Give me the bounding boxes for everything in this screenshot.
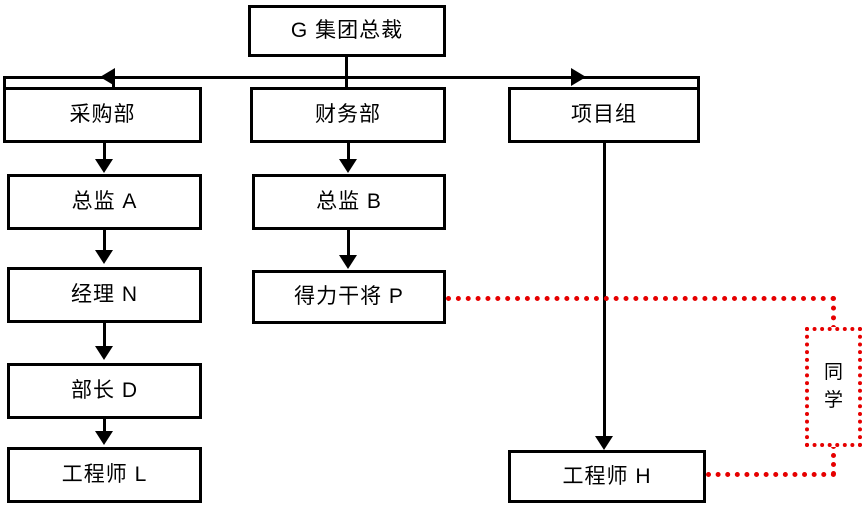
- node-subordinate-p[interactable]: 得力干将 P: [252, 270, 446, 324]
- node-finance-dept[interactable]: 财务部: [250, 87, 446, 143]
- arrowhead-down-icon: [595, 436, 613, 450]
- node-procurement-dept[interactable]: 采购部: [3, 87, 202, 143]
- node-director-a[interactable]: 总监 A: [7, 174, 202, 230]
- connector-ceo-stem: [345, 57, 348, 78]
- connector-bar-to-project: [697, 76, 700, 88]
- arrowhead-down-icon: [95, 159, 113, 173]
- connector-bar-left-drop: [3, 76, 6, 88]
- connector-procurement-to-director-a: [103, 143, 106, 161]
- arrowhead-down-icon: [95, 250, 113, 264]
- relation-line-subordinate-p-to-classmate: [446, 296, 836, 301]
- connector-bar-to-finance: [345, 76, 348, 88]
- connector-bar-left-run: [3, 76, 115, 79]
- arrowhead-down-icon: [95, 346, 113, 360]
- connector-director-a-to-manager-n: [103, 230, 106, 250]
- connector-bar-right-run: [576, 76, 700, 79]
- connector-project-to-engineer-h: [603, 143, 606, 439]
- connector-head-d-to-engineer-l: [103, 419, 106, 433]
- arrowhead-right-icon: [571, 68, 586, 86]
- node-engineer-h[interactable]: 工程师 H: [508, 450, 706, 503]
- node-project-team[interactable]: 项目组: [508, 87, 700, 143]
- arrowhead-left-icon: [100, 68, 115, 86]
- node-ceo[interactable]: G 集团总裁: [248, 5, 446, 57]
- node-classmate-relation[interactable]: 同 学: [805, 327, 862, 447]
- relation-line-classmate-top-drop: [831, 296, 836, 330]
- node-director-b[interactable]: 总监 B: [252, 174, 446, 230]
- relation-line-classmate-bottom-drop: [831, 444, 836, 476]
- connector-manager-n-to-head-d: [103, 323, 106, 347]
- connector-finance-to-director-b: [347, 143, 350, 161]
- connector-director-b-to-subordinate-p: [347, 230, 350, 256]
- arrowhead-down-icon: [339, 255, 357, 269]
- arrowhead-down-icon: [339, 159, 357, 173]
- classmate-label-char-2: 学: [823, 390, 843, 411]
- relation-line-engineer-h-to-classmate: [706, 472, 836, 477]
- arrowhead-down-icon: [95, 431, 113, 445]
- node-head-d[interactable]: 部长 D: [7, 363, 202, 419]
- classmate-label-char-1: 同: [823, 362, 843, 384]
- node-engineer-l[interactable]: 工程师 L: [7, 447, 202, 503]
- node-manager-n[interactable]: 经理 N: [7, 267, 202, 323]
- connector-distribution-bar: [112, 76, 576, 79]
